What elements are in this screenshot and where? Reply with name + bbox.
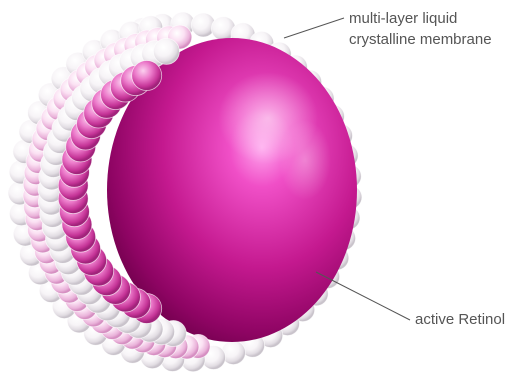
membrane-bead-inner [153, 38, 179, 64]
membrane-label-line2: crystalline membrane [349, 29, 492, 50]
membrane-label-line1: multi-layer liquid [349, 8, 492, 29]
membrane-leader-line [284, 18, 344, 38]
membrane-bead-pink [132, 61, 162, 91]
retinol-leader-line [316, 272, 410, 320]
retinol-label: active Retinol [415, 309, 505, 330]
membrane-label: multi-layer liquid crystalline membrane [349, 8, 492, 50]
core-highlight-soft [279, 120, 331, 200]
